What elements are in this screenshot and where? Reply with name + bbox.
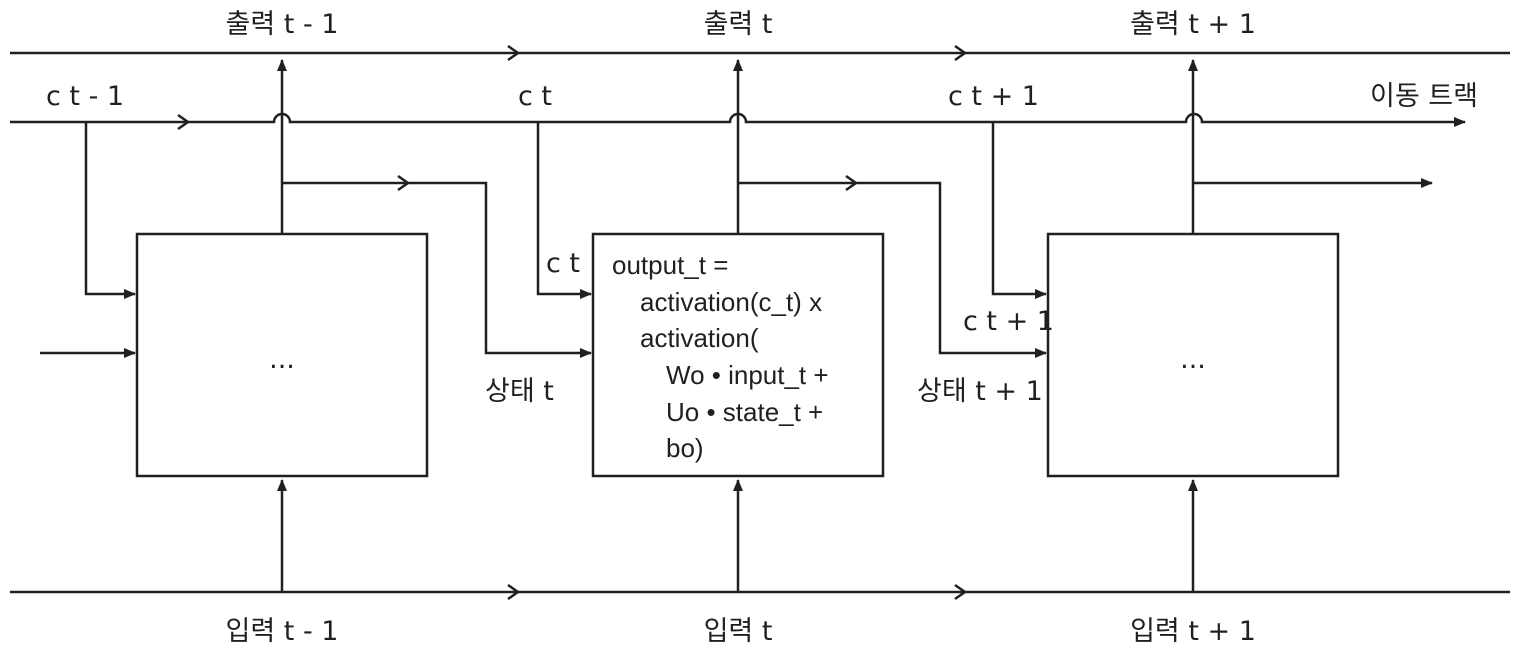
cell-carry-in-label-right: c t + 1	[963, 306, 1054, 337]
carry-tap-center	[536, 122, 592, 299]
input-label-current: 입력 t	[704, 616, 773, 647]
formula-line-1: output_t =	[612, 250, 728, 280]
carry-label-next: c t + 1	[948, 81, 1039, 112]
cell-formula: output_t = activation(c_t) x activation(…	[612, 250, 829, 463]
carry-label-prev: c t - 1	[46, 81, 124, 112]
formula-line-2: activation(c_t) x	[640, 287, 822, 317]
formula-line-5: Uo • state_t +	[666, 397, 823, 427]
formula-line-3: activation(	[640, 323, 759, 353]
formula-line-4: Wo • input_t +	[666, 360, 829, 390]
cell-right-placeholder: ...	[1180, 344, 1206, 375]
carry-tap-left	[84, 122, 136, 299]
cell-carry-in-label-center: c t	[546, 248, 580, 279]
cell-box-center	[591, 232, 885, 478]
formula-line-6: bo)	[666, 433, 704, 463]
state-label-next: 상태 t + 1	[917, 376, 1043, 407]
input-track	[10, 583, 1510, 601]
carry-track-label: 이동 트랙	[1370, 81, 1478, 112]
carry-tap-right	[991, 122, 1047, 299]
output-label-prev: 출력 t - 1	[226, 9, 339, 40]
input-label-next: 입력 t + 1	[1130, 616, 1256, 647]
output-track	[10, 44, 1510, 62]
output-label-current: 출력 t	[704, 9, 773, 40]
input-label-prev: 입력 t - 1	[226, 616, 339, 647]
state-flow-center	[738, 181, 1047, 358]
carry-label-current: c t	[518, 81, 552, 112]
state-flow-left	[282, 181, 592, 358]
cell-left-placeholder: ...	[269, 344, 295, 375]
cell-box-right	[1046, 232, 1340, 478]
state-label-current: 상태 t	[485, 376, 554, 407]
cell-box-left	[135, 232, 429, 478]
output-label-next: 출력 t + 1	[1130, 9, 1256, 40]
